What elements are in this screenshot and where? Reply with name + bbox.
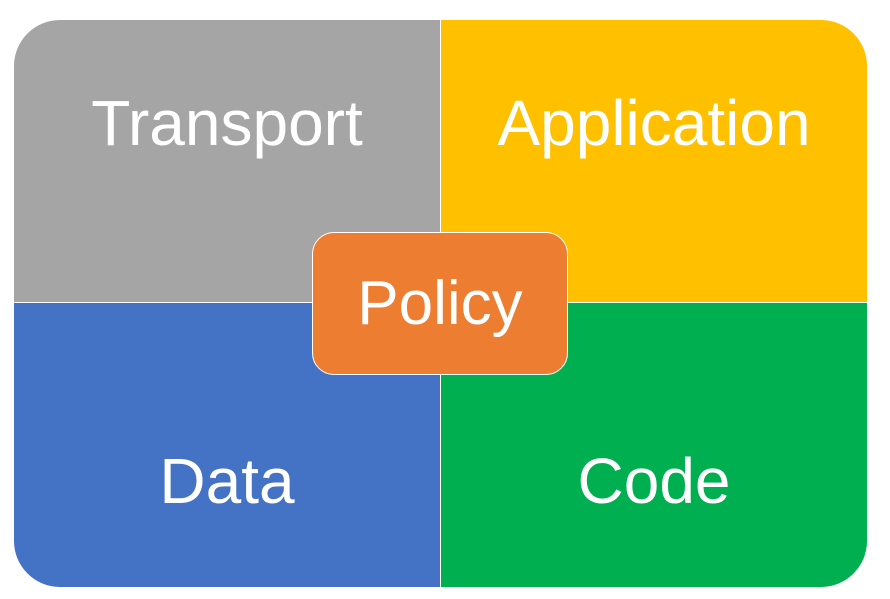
application-label: Application: [497, 87, 811, 159]
data-quadrant: Data: [14, 303, 440, 587]
transport-label: Transport: [91, 87, 363, 159]
policy-label: Policy: [357, 269, 523, 338]
data-label: Data: [159, 445, 295, 517]
code-label: Code: [577, 445, 731, 517]
quadrant-diagram: Transport Application Data Code: [14, 20, 867, 587]
policy-center-box: Policy: [312, 232, 568, 375]
